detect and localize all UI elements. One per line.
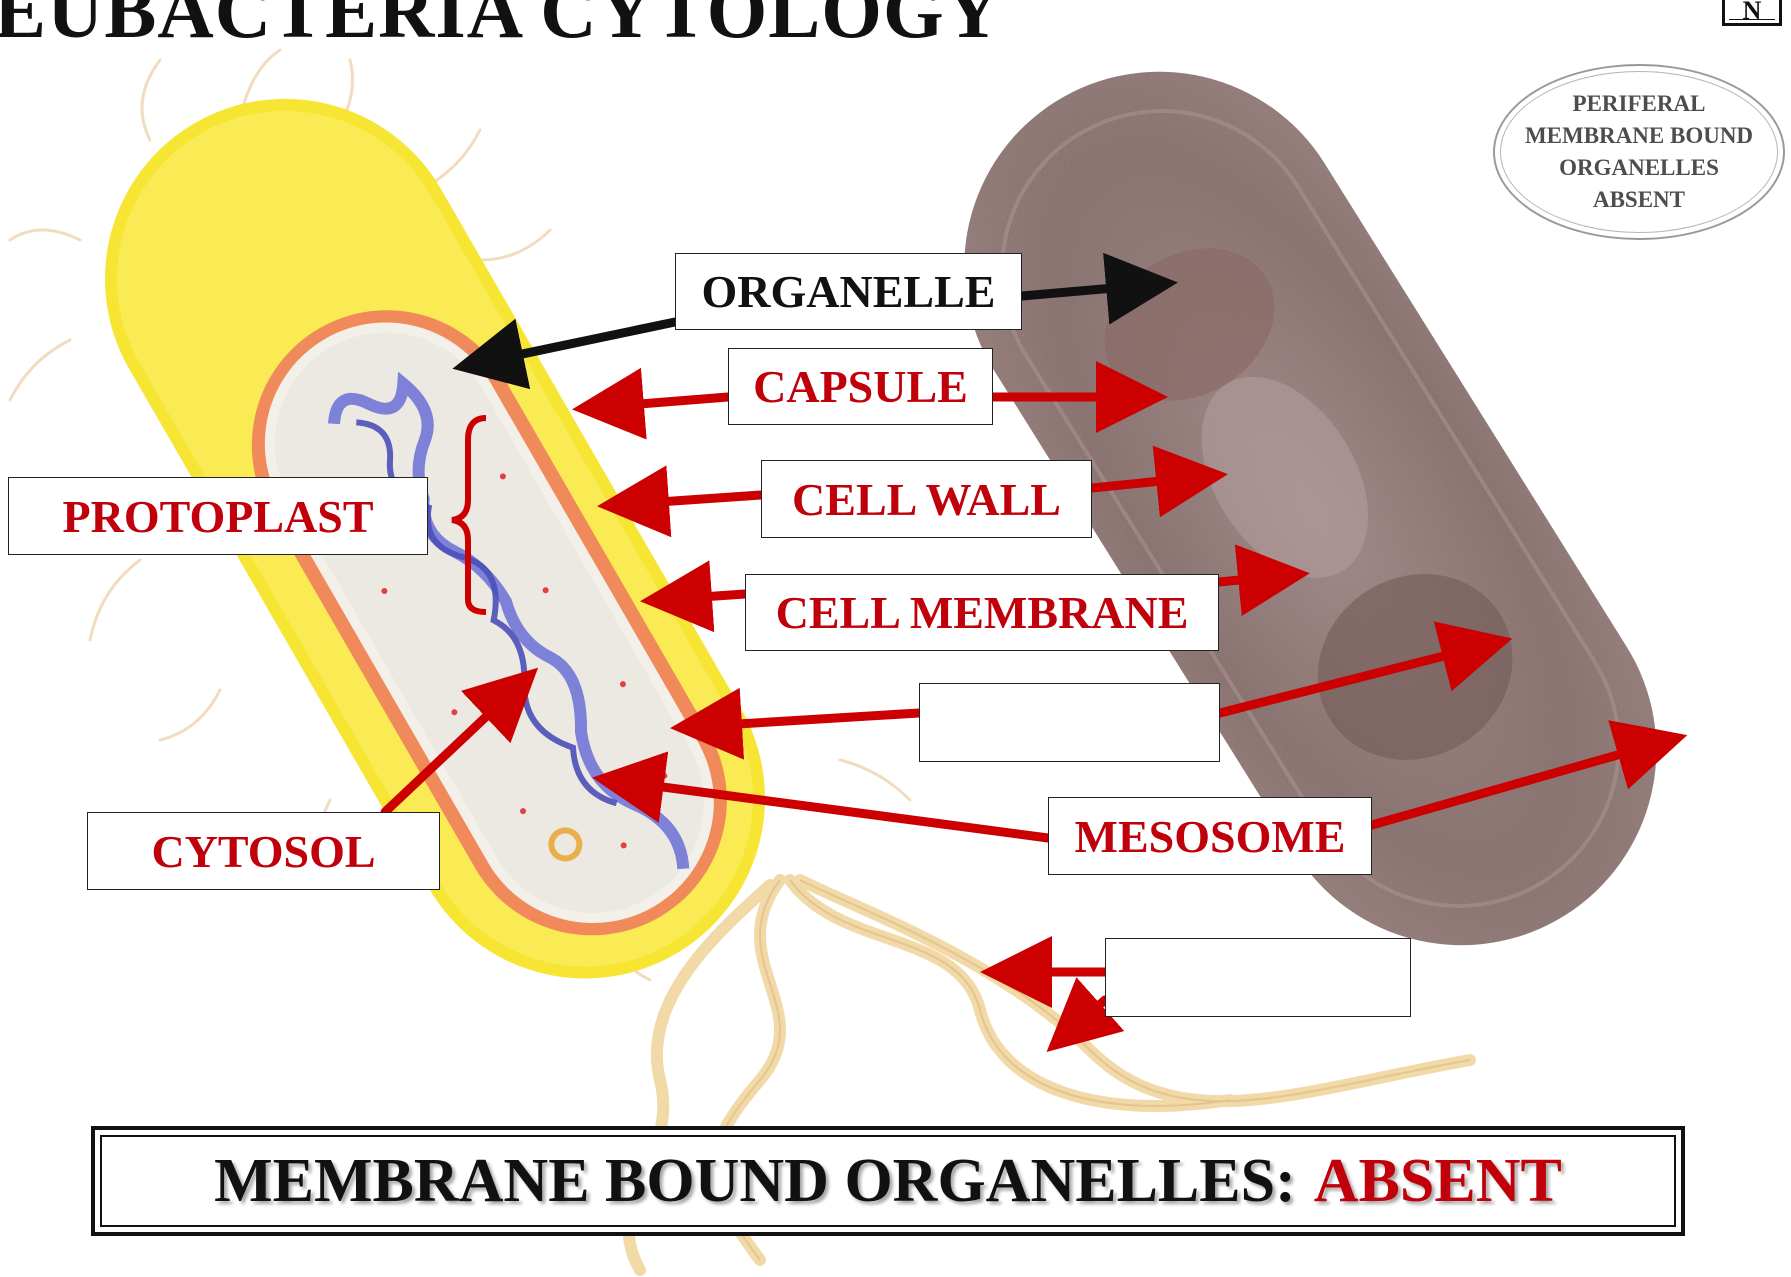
capsule-arrow-left (590, 397, 728, 408)
logo-icon: N (1722, 0, 1782, 26)
label-capsule: CAPSULE (728, 348, 993, 425)
label-protoplast: PROTOPLAST (8, 477, 428, 555)
page-title: EUBACTERIA CYTOLOGY (0, 0, 1002, 50)
label-cell-membrane: CELL MEMBRANE (745, 574, 1219, 651)
blank-label-2-arrow-down (1060, 1000, 1105, 1040)
label-cell-wall: CELL WALL (761, 460, 1092, 538)
periferal-note-oval: PERIFERAL MEMBRANE BOUND ORGANELLES ABSE… (1493, 64, 1785, 240)
periferal-note-text: PERIFERAL MEMBRANE BOUND ORGANELLES ABSE… (1525, 88, 1753, 216)
label-organelle: ORGANELLE (675, 253, 1022, 330)
label-blank-2 (1105, 938, 1411, 1017)
cell-membrane-arrow-left (658, 594, 745, 600)
summary-banner: MEMBRANE BOUND ORGANELLES: ABSENT (91, 1126, 1685, 1236)
label-mesosome: MESOSOME (1048, 797, 1372, 875)
cell-wall-arrow-left (615, 495, 761, 505)
banner-accent-text: ABSENT (1314, 1146, 1562, 1217)
label-blank-1 (919, 683, 1220, 762)
label-cytosol: CYTOSOL (87, 812, 440, 890)
banner-lead-text: MEMBRANE BOUND ORGANELLES: (214, 1146, 1296, 1217)
